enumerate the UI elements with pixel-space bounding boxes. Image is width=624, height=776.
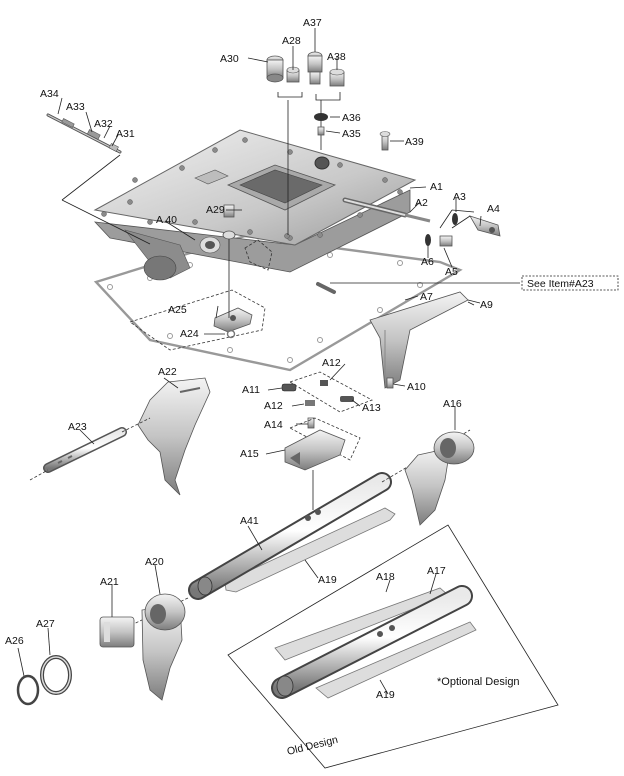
label-a12-upper: A12 — [322, 357, 341, 369]
label-a32: A32 — [94, 118, 113, 130]
label-a24: A24 — [180, 328, 199, 340]
label-a5: A5 — [445, 266, 458, 278]
oring-a36 — [314, 113, 328, 121]
plug-a29 — [223, 204, 235, 218]
screw-a10 — [386, 377, 394, 389]
part-labels: A1 A2 A3 A4 A5 A6 A7 A9 A10 A11 A12 A12 … — [5, 17, 500, 701]
label-a6: A6 — [421, 256, 434, 268]
bracket-a25 — [213, 307, 253, 333]
label-a4: A4 — [487, 203, 500, 215]
ball-a13 — [340, 396, 354, 402]
label-a7: A7 — [420, 291, 433, 303]
label-a13: A13 — [362, 402, 381, 414]
see-item-note: See Item#A23 — [527, 278, 594, 290]
label-a1: A1 — [430, 181, 443, 193]
see-item-box: See Item#A23 — [521, 275, 619, 291]
label-a2: A2 — [415, 197, 428, 209]
label-a27: A27 — [36, 618, 55, 630]
old-design-label: Old Design — [286, 734, 339, 758]
label-a12-lower: A12 — [264, 400, 283, 412]
label-a19-upper: A19 — [318, 574, 337, 586]
shaft-a41 — [188, 472, 392, 600]
coupler-a21 — [99, 616, 135, 648]
label-a17: A17 — [427, 565, 446, 577]
label-a33: A33 — [66, 101, 85, 113]
washer-a24 — [226, 329, 236, 339]
snapring-a27 — [40, 655, 72, 695]
fork-a22 — [137, 377, 211, 496]
screw-a14 — [307, 417, 315, 429]
fork-a16 — [404, 431, 475, 526]
label-a15: A15 — [240, 448, 259, 460]
label-a10: A10 — [407, 381, 426, 393]
label-a3: A3 — [453, 191, 466, 203]
snapring-a26 — [16, 674, 40, 706]
label-a22: A22 — [158, 366, 177, 378]
label-a40: A 40 — [156, 214, 177, 226]
shaft-a2 — [342, 197, 431, 223]
leader-lines — [17, 28, 482, 695]
label-a21: A21 — [100, 576, 119, 588]
label-a14: A14 — [264, 419, 283, 431]
fitting-a30 — [266, 55, 284, 83]
label-a26: A26 — [5, 635, 24, 647]
label-a28: A28 — [282, 35, 301, 47]
cover-plate-a1 — [93, 129, 417, 281]
label-a41: A41 — [240, 515, 259, 527]
pin-a35 — [317, 126, 325, 136]
clip-a5 — [439, 235, 453, 247]
label-a9: A9 — [480, 299, 493, 311]
rod-a23 — [43, 427, 127, 473]
bracket-a9 — [369, 291, 469, 389]
label-a37: A37 — [303, 17, 322, 29]
label-a18: A18 — [376, 571, 395, 583]
cap-a38 — [329, 68, 345, 87]
label-a30: A30 — [220, 53, 239, 65]
label-a23: A23 — [68, 421, 87, 433]
label-a31: A31 — [116, 128, 135, 140]
optional-design-note: *Optional Design — [437, 676, 520, 688]
spring-a12 — [320, 380, 328, 386]
linkage-a31-a34 — [46, 113, 122, 154]
label-a34: A34 — [40, 88, 59, 100]
label-a16: A16 — [443, 398, 462, 410]
fitting-a37 — [307, 51, 323, 85]
fork-a20 — [141, 593, 186, 701]
washer-a40 — [222, 230, 236, 240]
bushing-a28 — [286, 66, 300, 83]
shaft-a17 — [271, 585, 473, 699]
detent-a11 — [281, 383, 297, 392]
label-a25: A25 — [168, 304, 187, 316]
pin-see-a23 — [316, 282, 336, 294]
label-a11: A11 — [242, 384, 260, 396]
label-a20: A20 — [145, 556, 164, 568]
label-a29: A29 — [206, 204, 225, 216]
spring-a12-lower — [305, 400, 315, 406]
label-a35: A35 — [342, 128, 361, 140]
lever-a4 — [469, 215, 501, 237]
label-a38: A38 — [327, 51, 346, 63]
label-a36: A36 — [342, 112, 361, 124]
oring-a3 — [452, 213, 458, 225]
label-a39: A39 — [405, 136, 424, 148]
label-a19-lower: A19 — [376, 689, 395, 701]
block-a15 — [284, 429, 346, 471]
oring-a6 — [425, 234, 431, 246]
rail-a19-upper — [224, 507, 396, 593]
rail-a19-lower — [315, 621, 477, 699]
